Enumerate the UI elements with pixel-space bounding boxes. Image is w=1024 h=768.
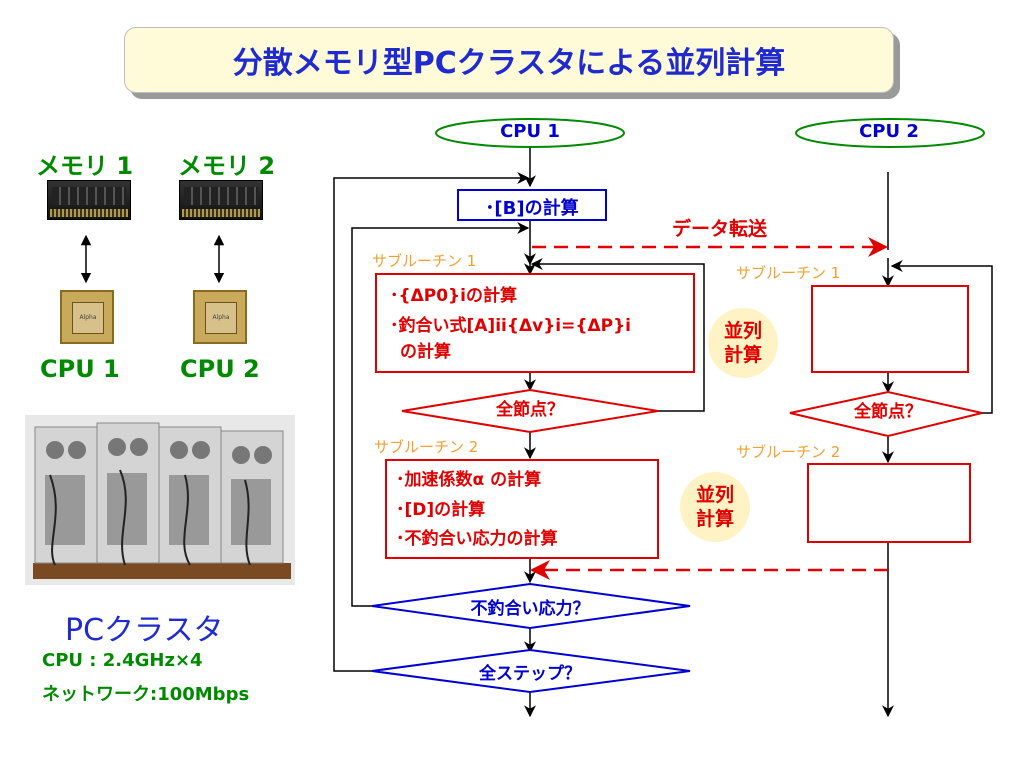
b-calc-box	[457, 189, 607, 221]
all-nodes-cpu2-label: 全節点？	[854, 402, 922, 422]
parallel-2-line1: 並列	[695, 484, 734, 506]
sub2-line-1: ･加速係数α の計算	[396, 470, 542, 490]
cpu1-oval	[435, 118, 625, 148]
sub1-box	[375, 273, 695, 373]
cpu-2-label: CPU 2	[180, 355, 260, 383]
cpu-chip-1-icon: Alpha	[60, 290, 114, 344]
memory-module-1-icon	[47, 180, 131, 220]
spec-cpu: CPU : 2.4GHz×4	[42, 650, 203, 671]
subroutine1-cpu2-label: サブルーチン 1	[736, 264, 841, 282]
sub1-line-3: の計算	[400, 342, 451, 362]
pc-cluster-photo	[25, 415, 295, 585]
page-title: 分散メモリ型PCクラスタによる並列計算	[232, 46, 786, 81]
sub2-line-3: ･不釣合い応力の計算	[396, 529, 558, 549]
sub1-line-1: ･{ΔP0}iの計算	[390, 286, 517, 306]
all-nodes-diamond-cpu1	[401, 388, 659, 434]
cpu2-sub1-box	[811, 285, 969, 373]
sub2-line-2: ･[D]の計算	[396, 500, 486, 520]
all-nodes-diamond-cpu2	[789, 390, 983, 438]
parallel-1-line1: 並列	[723, 320, 762, 342]
cpu2-oval	[795, 118, 985, 148]
parallel-2-line2: 計算	[695, 508, 734, 530]
memory-module-2-icon	[179, 180, 263, 220]
unbalanced-diamond	[371, 582, 691, 630]
title-banner: 分散メモリ型PCクラスタによる並列計算	[124, 27, 894, 93]
cpu-chip-2-icon: Alpha	[193, 290, 247, 344]
spec-network: ネットワーク:100Mbps	[42, 684, 250, 705]
flow-cpu1-label: CPU 1	[500, 121, 560, 142]
parallel-calc-badge-2: 並列 計算	[680, 472, 750, 542]
unbalanced-label: 不釣合い応力？	[470, 599, 590, 619]
sub1-line-2: ･釣合い式[A]ii{Δv}i={ΔP}i	[390, 316, 632, 336]
memory-2-label: メモリ 2	[178, 152, 276, 180]
memory-cpu-arrows	[80, 234, 225, 284]
parallel-1-line2: 計算	[723, 344, 762, 366]
pc-cluster-title: PCクラスタ	[65, 613, 224, 648]
all-steps-diamond	[371, 648, 691, 694]
all-nodes-cpu1-label: 全節点？	[496, 400, 564, 420]
b-calc-label: ･[B]の計算	[485, 198, 579, 219]
data-transfer-label: データ転送	[672, 218, 768, 240]
subroutine1-cpu1-label: サブルーチン 1	[372, 252, 477, 270]
flow-cpu2-label: CPU 2	[859, 121, 919, 142]
all-steps-label: 全ステップ？	[479, 664, 581, 684]
sub2-box	[385, 459, 659, 559]
parallel-calc-badge-1: 並列 計算	[708, 308, 778, 378]
cpu2-sub2-box	[807, 463, 971, 543]
cpu-1-label: CPU 1	[40, 355, 120, 383]
memory-1-label: メモリ 1	[36, 152, 134, 180]
subroutine2-cpu2-label: サブルーチン 2	[736, 443, 841, 461]
subroutine2-cpu1-label: サブルーチン 2	[374, 438, 479, 456]
